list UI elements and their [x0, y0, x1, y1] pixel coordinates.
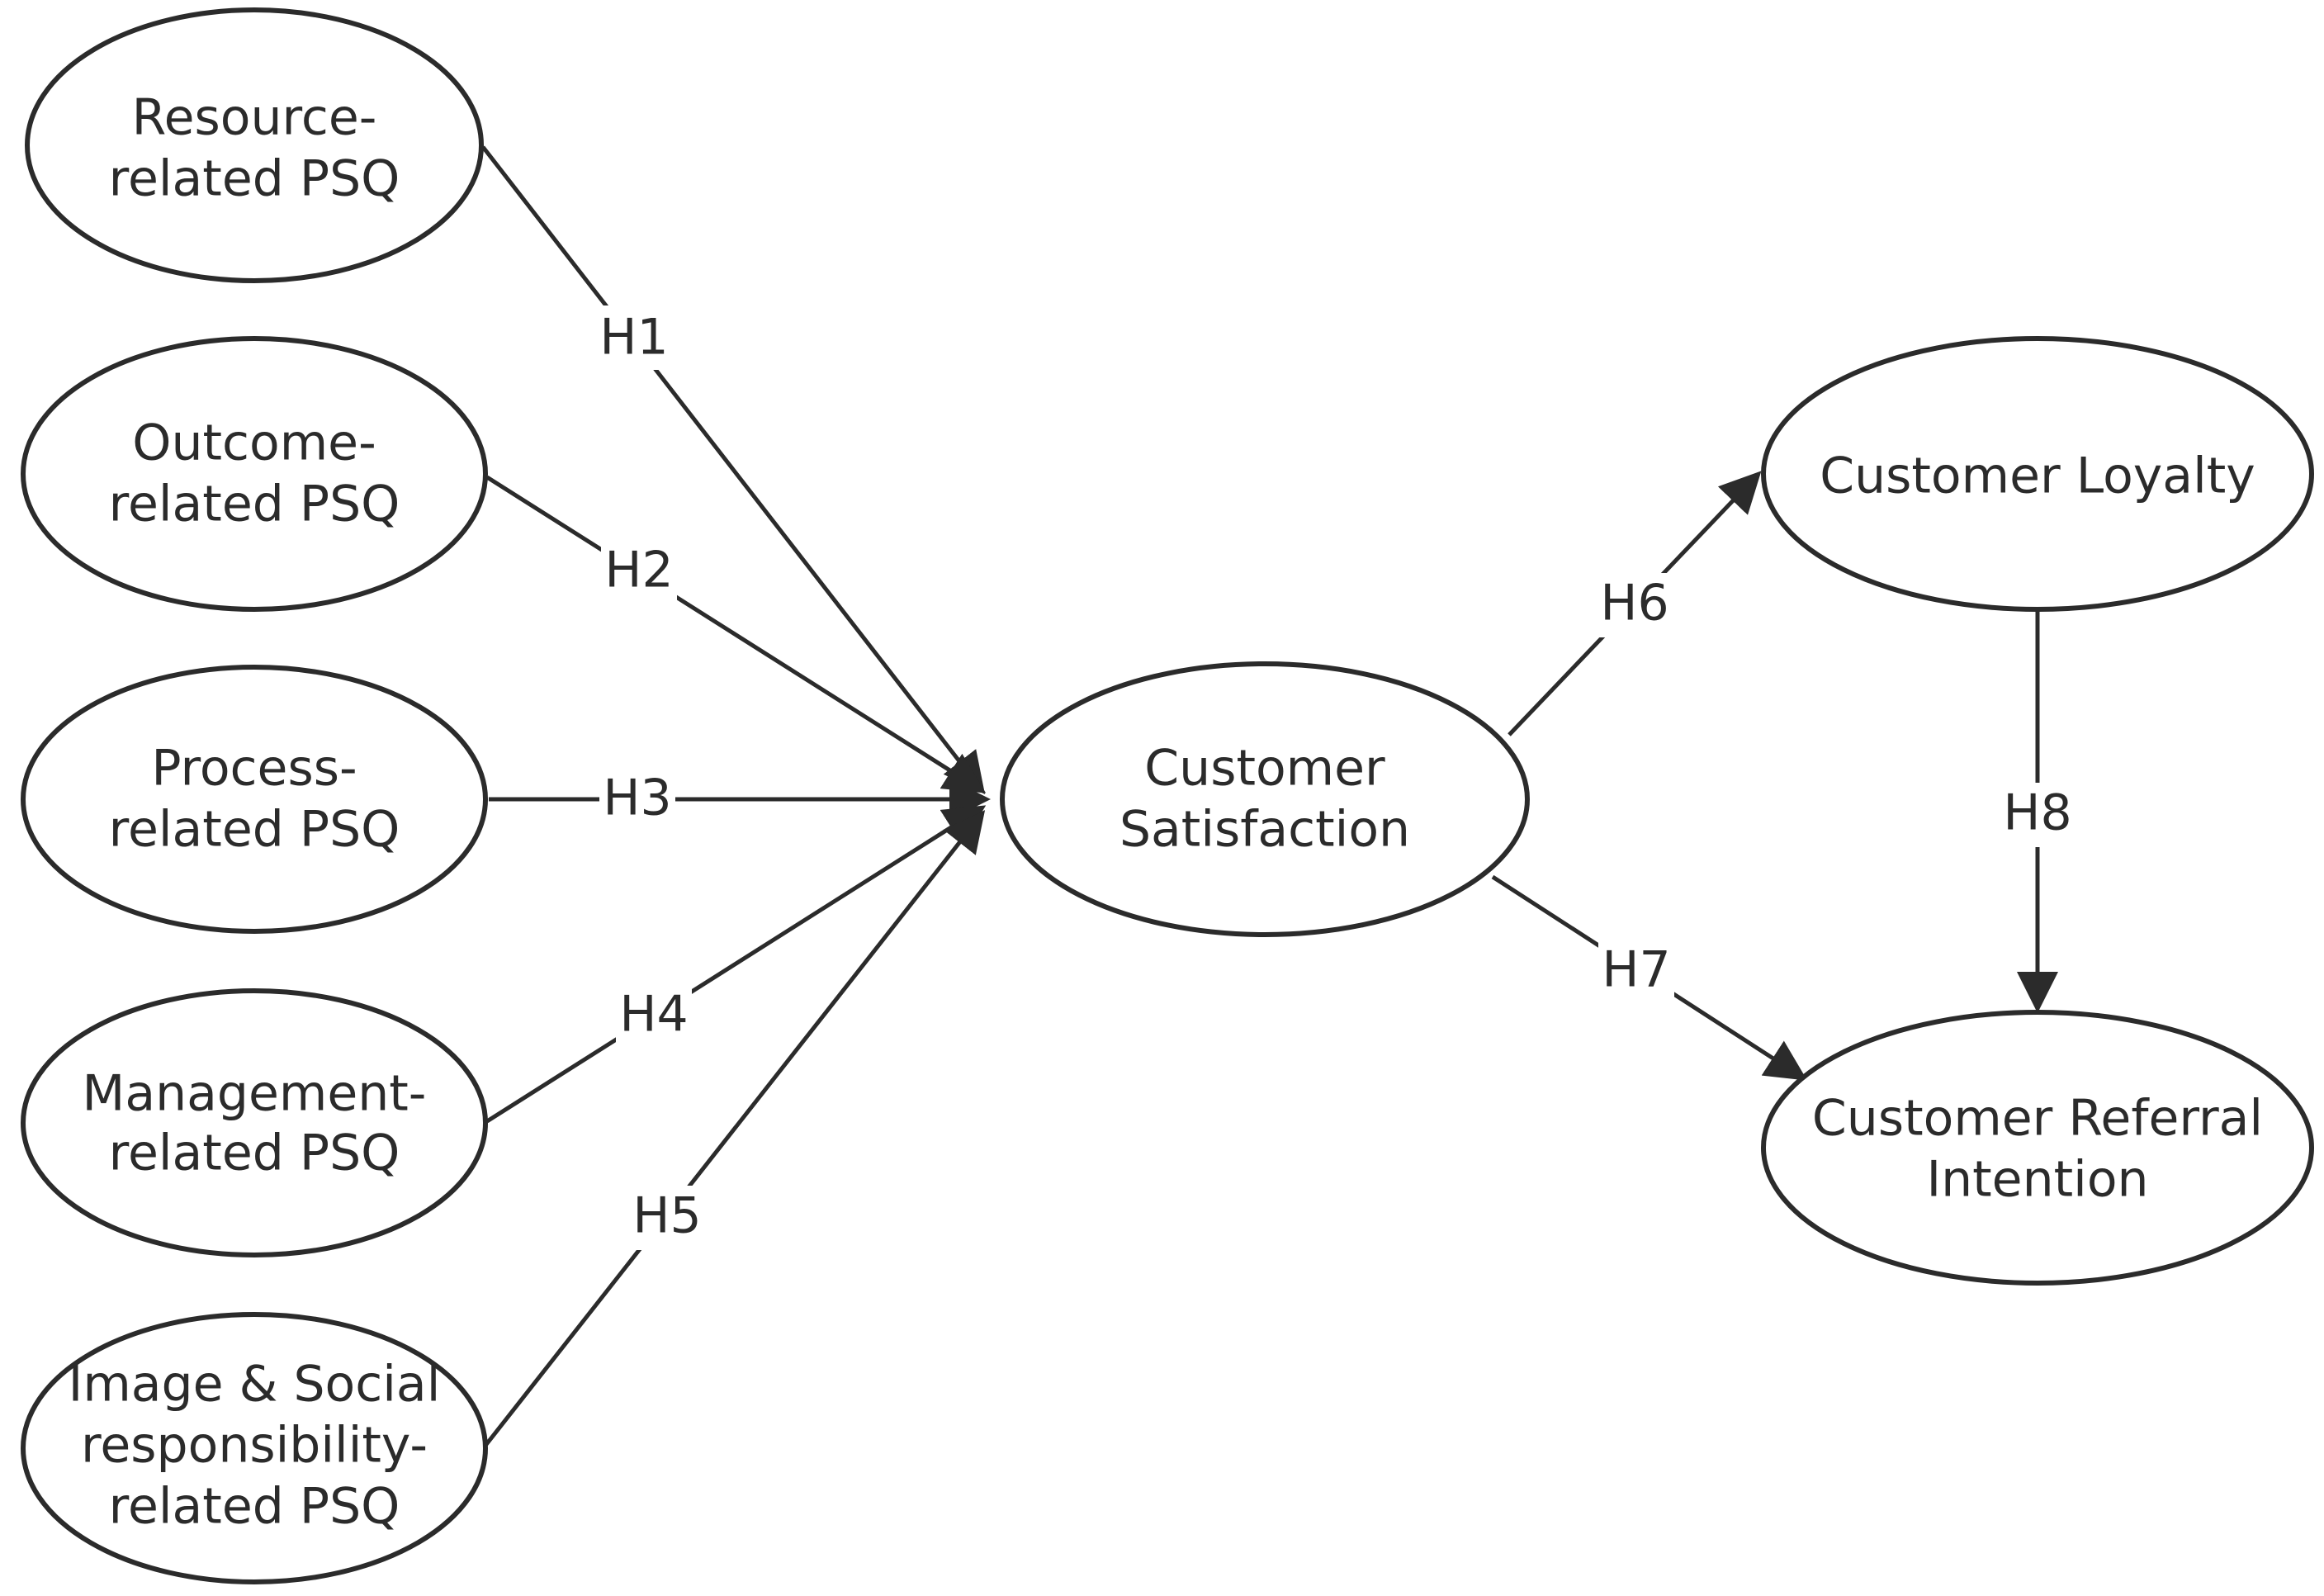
- node-resource-related-psq-ellipse: [25, 7, 484, 283]
- edge-h2-line: [485, 475, 987, 793]
- node-customer-referral-intention-ellipse: [1761, 1010, 2314, 1286]
- node-customer-satisfaction-ellipse: [1000, 661, 1530, 937]
- edge-h6-label: H6: [1600, 575, 1668, 632]
- node-customer-loyalty-ellipse: [1761, 336, 2314, 612]
- edge-h7-label-bg: [1598, 940, 1674, 1004]
- edge-h5: H5: [483, 810, 986, 1448]
- edge-h2-label: H2: [604, 542, 673, 599]
- edge-h5-line: [483, 810, 986, 1448]
- edge-h4: H4: [485, 805, 987, 1124]
- node-management-related-psq-ellipse: [21, 988, 488, 1257]
- node-referral-line-2: Intention: [1926, 1151, 2148, 1209]
- node-resource-line-1: Resource-: [132, 89, 377, 147]
- edges: H1 H2 H3 H4 H5 H6: [481, 145, 2076, 1448]
- node-outcome-line-1: Outcome-: [132, 414, 376, 472]
- edge-h5-label-bg: [629, 1186, 705, 1250]
- node-outcome-related-psq: Outcome- related PSQ: [21, 336, 488, 612]
- node-resource-line-2: related PSQ: [109, 150, 400, 208]
- edge-h2-label-bg: [601, 540, 677, 604]
- edge-h3-label-bg: [599, 768, 675, 832]
- edge-h4-label: H4: [619, 986, 688, 1044]
- edge-h7: H7: [1491, 874, 1808, 1081]
- node-image-social-responsibility-ellipse: [21, 1312, 488, 1584]
- nodes: Resource- related PSQ Outcome- related P…: [21, 7, 2314, 1584]
- edge-h8-label: H8: [2003, 784, 2071, 842]
- edge-h1: H1: [481, 145, 986, 794]
- edge-h3-label: H3: [603, 770, 671, 827]
- edge-h2: H2: [485, 475, 987, 793]
- edge-h1-label: H1: [599, 309, 668, 367]
- edge-h6-label-bg: [1597, 573, 1673, 637]
- node-process-related-psq-ellipse: [21, 665, 488, 934]
- node-image-line-3: related PSQ: [109, 1478, 400, 1536]
- node-management-related-psq: Management- related PSQ: [21, 988, 488, 1257]
- node-loyalty-line-1: Customer Loyalty: [1820, 448, 2255, 505]
- edge-h1-label-bg: [596, 305, 672, 370]
- edge-h8-label-bg: [2000, 783, 2076, 847]
- node-referral-line-1: Customer Referral: [1812, 1090, 2263, 1148]
- node-customer-satisfaction: Customer Satisfaction: [1000, 661, 1530, 937]
- node-management-line-1: Management-: [83, 1065, 427, 1123]
- edge-h6: H6: [1508, 471, 1762, 736]
- edge-h1-line: [481, 145, 986, 794]
- node-process-line-1: Process-: [151, 740, 357, 798]
- node-outcome-line-2: related PSQ: [109, 476, 400, 533]
- edge-h8: H8: [2000, 611, 2076, 1013]
- node-process-line-2: related PSQ: [109, 801, 400, 859]
- node-customer-referral-intention: Customer Referral Intention: [1761, 1010, 2314, 1286]
- node-management-line-2: related PSQ: [109, 1125, 400, 1182]
- node-process-related-psq: Process- related PSQ: [21, 665, 488, 934]
- edge-h7-label: H7: [1602, 941, 1670, 999]
- node-satisfaction-line-1: Customer: [1144, 740, 1385, 798]
- node-image-line-1: Image & Social: [69, 1356, 441, 1414]
- node-customer-loyalty: Customer Loyalty: [1761, 336, 2314, 612]
- edge-h4-line: [485, 805, 987, 1124]
- edge-h3: H3: [489, 768, 991, 832]
- node-resource-related-psq: Resource- related PSQ: [25, 7, 484, 283]
- node-satisfaction-line-2: Satisfaction: [1119, 801, 1410, 859]
- edge-h4-label-bg: [616, 984, 692, 1049]
- node-outcome-related-psq-ellipse: [21, 336, 488, 612]
- node-image-line-2: responsibility-: [81, 1417, 428, 1475]
- edge-h5-label: H5: [632, 1187, 701, 1245]
- node-image-social-responsibility-related-psq: Image & Social responsibility- related P…: [21, 1312, 488, 1584]
